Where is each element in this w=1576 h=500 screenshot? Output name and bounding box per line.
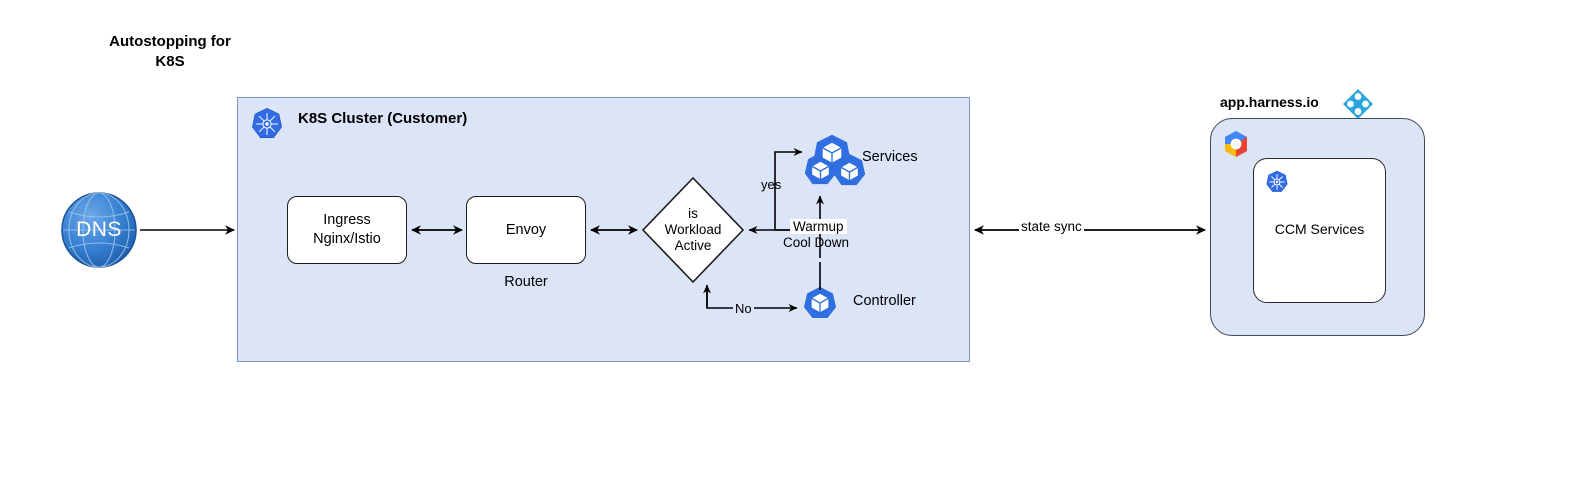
controller-icon [803,286,837,324]
services-label: Services [862,149,918,165]
harness-url-label: app.harness.io [1220,94,1319,110]
kubernetes-icon [250,107,284,146]
page-title-line1: Autostopping for [109,33,231,50]
warmup-edge-label: Warmup [790,219,847,234]
ingress-label-line2: Nginx/Istio [313,231,381,247]
dns-label: DNS [76,218,122,241]
envoy-node: Envoy [466,196,586,264]
workload-active-decision: is Workload Active [641,176,745,284]
yes-edge-label: yes [761,177,782,192]
k8s-cluster-label: K8S Cluster (Customer) [298,110,468,127]
router-caption: Router [504,274,548,290]
dns-node: DNS [60,191,138,269]
page-title-line2: K8S [155,53,185,70]
no-edge-label: No [733,301,754,316]
decision-label-line1: is [688,206,698,221]
decision-label: is Workload Active [641,176,745,284]
decision-label-line3: Active [674,238,712,253]
kubernetes-icon [1265,170,1289,199]
ccm-services-label: CCM Services [1274,221,1365,237]
harness-logo-icon [1342,88,1374,125]
ingress-label-line1: Ingress [323,212,371,228]
page-title: Autostopping for K8S [30,32,310,72]
services-icon [804,134,866,195]
cooldown-edge-label: Cool Down [783,235,850,250]
decision-label-line2: Workload [664,222,722,237]
envoy-label: Envoy [505,221,547,238]
state-sync-edge-label: state sync [1019,219,1084,234]
gcp-hexagon-icon [1221,130,1251,163]
ingress-node: Ingress Nginx/Istio [287,196,407,264]
controller-label: Controller [853,293,916,309]
